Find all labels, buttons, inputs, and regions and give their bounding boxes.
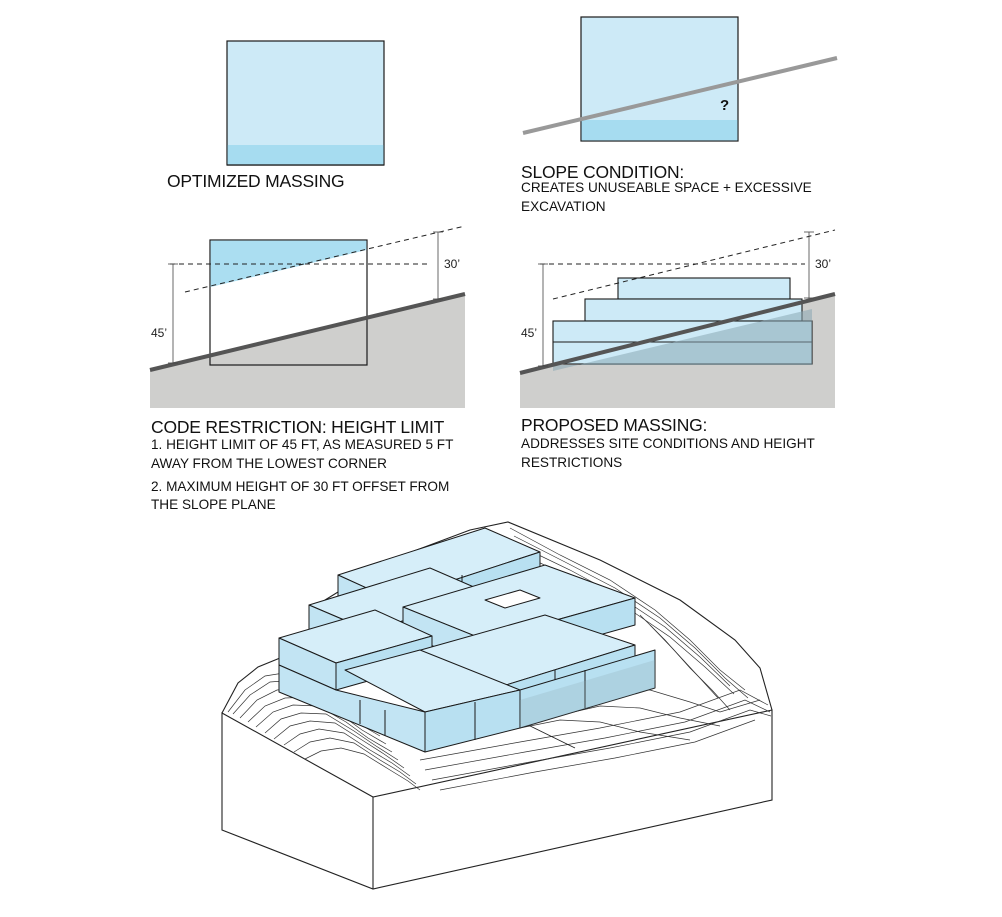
proposed-massing-line-1: ADDRESSES SITE CONDITIONS AND HEIGHT <box>521 436 815 451</box>
code-restriction-item-2-line-2: THE SLOPE PLANE <box>151 497 276 512</box>
optimized-massing-diagram <box>226 40 385 166</box>
code-restriction-diagram: 45’ 30’ <box>149 225 466 408</box>
code-restriction-item-1-line-1: 1. HEIGHT LIMIT OF 45 FT, AS MEASURED 5 … <box>151 437 454 452</box>
axonometric-site-model <box>221 521 773 890</box>
slope-condition-line-1: CREATES UNUSEABLE SPACE + EXCESSIVE <box>521 180 812 195</box>
dimension-30-label: 30’ <box>444 257 460 271</box>
question-mark: ? <box>720 97 729 114</box>
proposed-massing-diagram: 45’ 30’ <box>519 229 836 408</box>
proposed-massing-line-2: RESTRICTIONS <box>521 455 623 470</box>
dimension-45-label: 45’ <box>151 326 167 340</box>
slope-condition-title: SLOPE CONDITION: <box>521 162 685 182</box>
proposed-dimension-45-label: 45’ <box>521 326 537 340</box>
code-restriction-title: CODE RESTRICTION: HEIGHT LIMIT <box>151 417 445 437</box>
proposed-dimension-30-label: 30’ <box>815 257 831 271</box>
proposed-massing-title: PROPOSED MASSING: <box>521 415 708 435</box>
code-restriction-item-1-line-2: AWAY FROM THE LOWEST CORNER <box>151 456 387 471</box>
slope-condition-line-2: EXCAVATION <box>521 199 606 214</box>
slope-condition-diagram: ? <box>522 16 838 142</box>
code-restriction-item-2-line-1: 2. MAXIMUM HEIGHT OF 30 FT OFFSET FROM <box>151 479 450 494</box>
optimized-massing-title: OPTIMIZED MASSING <box>167 171 345 191</box>
